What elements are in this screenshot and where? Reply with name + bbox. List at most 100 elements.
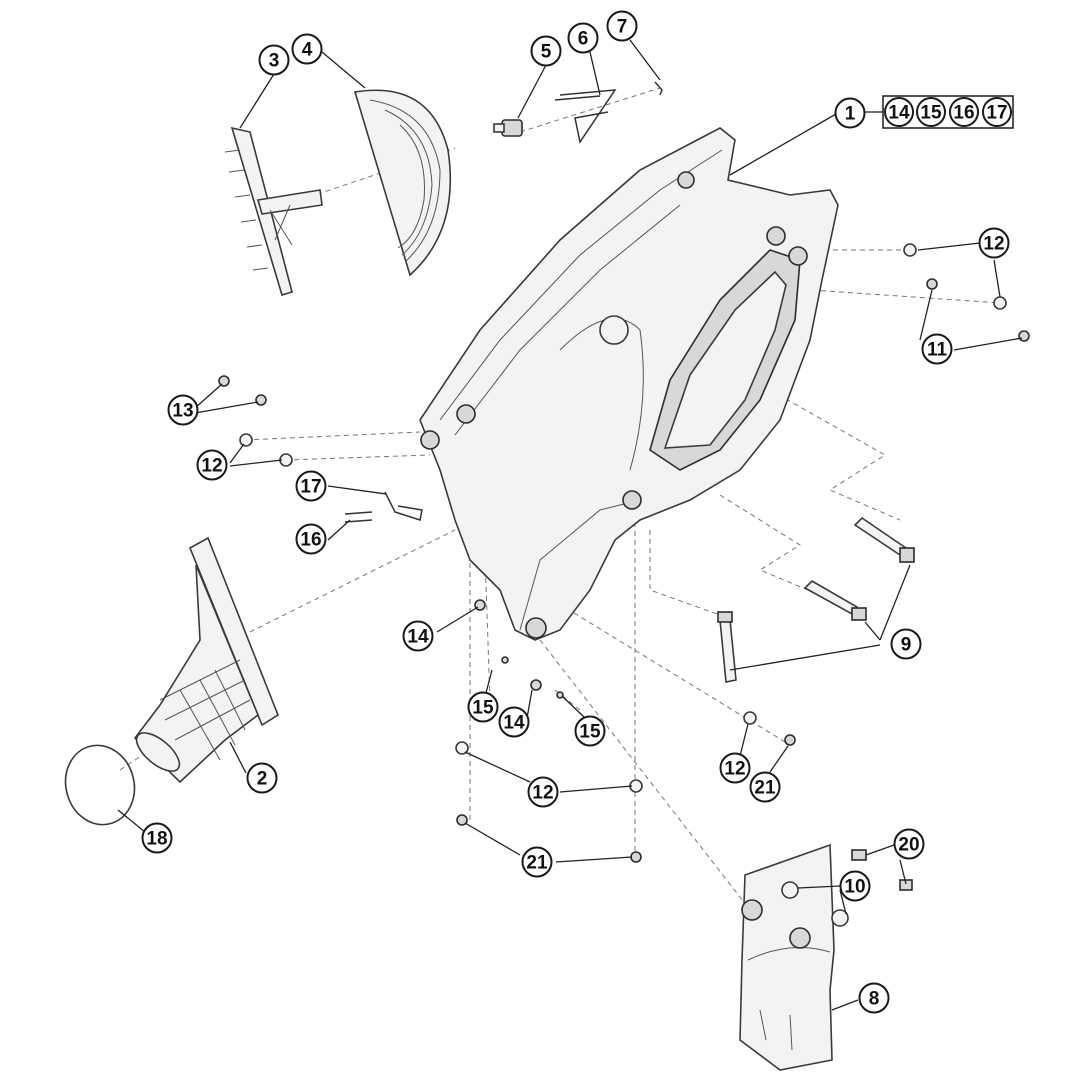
callout-circle bbox=[749, 771, 781, 803]
callout-12: 12 bbox=[196, 449, 228, 481]
callout-14: 14 bbox=[402, 620, 434, 652]
kit-callout-14: 14 bbox=[884, 97, 914, 127]
callout-number: 12 bbox=[532, 783, 553, 804]
callout-number: 15 bbox=[579, 722, 601, 743]
callout-2: 2 bbox=[246, 762, 278, 794]
kit-callout-number: 15 bbox=[920, 103, 942, 124]
callout-number: 12 bbox=[201, 456, 222, 477]
callout-5: 5 bbox=[530, 35, 562, 67]
callout-circle bbox=[258, 44, 290, 76]
part-9-straps bbox=[717, 516, 915, 683]
callout-number: 14 bbox=[407, 627, 429, 648]
kit-callout-circle bbox=[916, 97, 946, 127]
callout-circle bbox=[890, 628, 922, 660]
kit-callout-number: 14 bbox=[888, 103, 910, 124]
callout-number: 4 bbox=[302, 40, 313, 61]
kit-callout-16: 16 bbox=[949, 97, 979, 127]
callout-circle bbox=[893, 828, 925, 860]
callout-10: 10 bbox=[839, 870, 871, 902]
callout-17: 17 bbox=[295, 470, 327, 502]
callout-number: 21 bbox=[526, 853, 548, 874]
callout-4: 4 bbox=[291, 33, 323, 65]
part-3-air-filter-support bbox=[224, 126, 323, 296]
callout-circle bbox=[467, 691, 499, 723]
callout-9: 9 bbox=[890, 628, 922, 660]
leader-lines bbox=[117, 39, 1023, 1011]
callout-circle bbox=[246, 762, 278, 794]
callout-1: 1 bbox=[834, 97, 866, 129]
callout-circle bbox=[839, 870, 871, 902]
part-4-air-filter bbox=[353, 89, 452, 277]
callout-circle bbox=[498, 706, 530, 738]
callout-12: 12 bbox=[527, 776, 559, 808]
callout-14: 14 bbox=[498, 706, 530, 738]
callout-circle bbox=[530, 35, 562, 67]
callout-15: 15 bbox=[467, 691, 499, 723]
kit-callout-15: 15 bbox=[916, 97, 946, 127]
callout-21: 21 bbox=[521, 846, 553, 878]
callout-number: 6 bbox=[578, 29, 589, 50]
part-16-screws bbox=[344, 511, 373, 523]
part-8-flap bbox=[739, 843, 835, 1071]
callout-12: 12 bbox=[719, 752, 751, 784]
callout-number: 7 bbox=[617, 17, 628, 38]
kit-callout-circle bbox=[982, 97, 1012, 127]
callout-number: 14 bbox=[503, 713, 525, 734]
callout-circle bbox=[521, 846, 553, 878]
kit-callout-circle bbox=[949, 97, 979, 127]
callout-circle bbox=[567, 22, 599, 54]
part-5-screw bbox=[493, 119, 523, 137]
callout-circle bbox=[978, 227, 1010, 259]
callout-13: 13 bbox=[167, 394, 199, 426]
callout-number: 16 bbox=[300, 530, 321, 551]
callout-number: 12 bbox=[724, 759, 745, 780]
callout-circle bbox=[295, 523, 327, 555]
callout-circle bbox=[858, 982, 890, 1014]
callout-8: 8 bbox=[858, 982, 890, 1014]
callout-circle bbox=[291, 33, 323, 65]
kit-group-callouts: 14 15 16 17 bbox=[884, 97, 1012, 127]
callout-number: 8 bbox=[869, 989, 880, 1010]
part-1-air-box bbox=[419, 127, 839, 641]
callout-circle bbox=[719, 752, 751, 784]
callout-number: 5 bbox=[541, 42, 552, 63]
part-2-intake-boot bbox=[133, 536, 279, 784]
callout-circle bbox=[141, 822, 173, 854]
part-6-spring-clip bbox=[554, 89, 617, 144]
callout-7: 7 bbox=[606, 10, 638, 42]
callout-number: 2 bbox=[257, 769, 268, 790]
callout-circle bbox=[834, 97, 866, 129]
callout-18: 18 bbox=[141, 822, 173, 854]
kit-callout-number: 16 bbox=[953, 103, 974, 124]
callout-circle bbox=[606, 10, 638, 42]
kit-callout-circle bbox=[884, 97, 914, 127]
part-18-hose-clamp bbox=[64, 744, 136, 826]
callout-number: 21 bbox=[754, 778, 776, 799]
callout-number: 12 bbox=[983, 234, 1004, 255]
part-17-bracket bbox=[384, 491, 423, 521]
part-7-pin bbox=[654, 81, 663, 96]
callout-6: 6 bbox=[567, 22, 599, 54]
callout-number: 11 bbox=[927, 340, 948, 361]
callout-number: 20 bbox=[898, 835, 919, 856]
callout-circle bbox=[527, 776, 559, 808]
callout-circle bbox=[402, 620, 434, 652]
callout-circle bbox=[167, 394, 199, 426]
callout-15: 15 bbox=[574, 715, 606, 747]
callout-number: 13 bbox=[172, 401, 193, 422]
kit-callout-17: 17 bbox=[982, 97, 1012, 127]
callout-circle bbox=[921, 333, 953, 365]
callout-number: 1 bbox=[845, 104, 856, 125]
kit-callout-number: 17 bbox=[986, 103, 1007, 124]
part-10-20-hardware bbox=[781, 849, 913, 927]
callout-circle bbox=[574, 715, 606, 747]
callout-20: 20 bbox=[893, 828, 925, 860]
callout-circle bbox=[295, 470, 327, 502]
callout-3: 3 bbox=[258, 44, 290, 76]
callout-number: 9 bbox=[901, 635, 912, 656]
callout-11: 11 bbox=[921, 333, 953, 365]
callout-circle bbox=[196, 449, 228, 481]
callout-number: 10 bbox=[844, 877, 865, 898]
